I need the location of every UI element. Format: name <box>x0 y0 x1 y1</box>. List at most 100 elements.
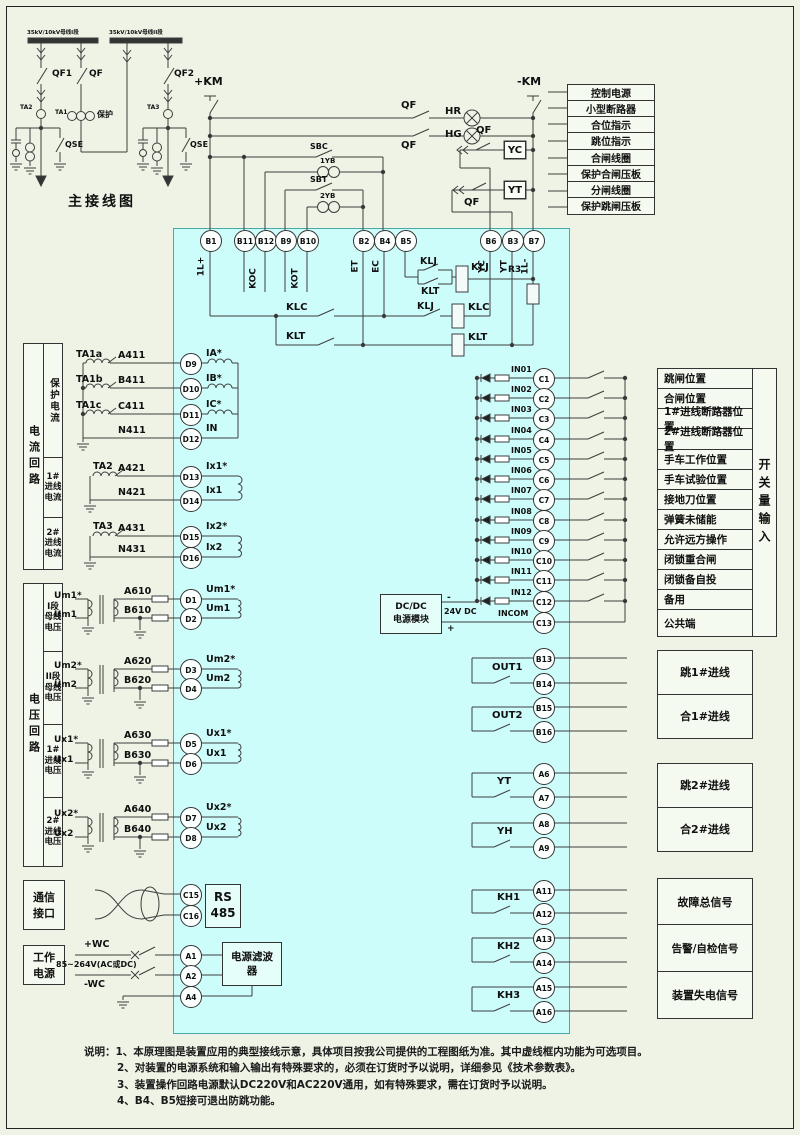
terminal: B12 <box>255 230 277 252</box>
bus1-label: 35kV/10kV母线I段 <box>27 30 79 36</box>
legend-table: 控制电源 小型断路器 合位指示 跳位指示 合闸线圈 保护合闸压板 分闸线圈 保护… <box>567 84 655 215</box>
in-number-label: IN01 <box>511 365 532 374</box>
terminal: B14 <box>533 673 555 695</box>
terminal: B5 <box>395 230 417 252</box>
terminal: B15 <box>533 697 555 719</box>
output-table-1: 跳1#进线 合1#进线 <box>657 650 753 739</box>
wire-number-label: B411 <box>118 375 146 386</box>
comm-section-box: 通信 接口 <box>23 880 65 930</box>
signal-label: Um2* <box>206 654 236 665</box>
qse-right-label: QSE <box>190 140 209 149</box>
output-table-2: 跳2#进线 合2#进线 <box>657 763 753 852</box>
signal-label: Ux1 <box>206 748 227 759</box>
terminal: A11 <box>533 880 555 902</box>
in-number-label: IN10 <box>511 547 532 556</box>
terminal: D6 <box>180 753 202 775</box>
terminal: A13 <box>533 928 555 950</box>
wire-number-label: B610 <box>124 605 152 616</box>
switch-input-label-cell: 2#进线断路器位置 <box>658 426 752 453</box>
output-coil-label: KH2 <box>497 941 521 952</box>
signal-label-cell: 装置失电信号 <box>672 988 738 1002</box>
ct-label: TA1b <box>76 374 103 385</box>
terminal: B1 <box>200 230 222 252</box>
signal-label: IN <box>206 423 218 434</box>
wire-number-label: A431 <box>118 523 146 534</box>
pt-label: Ux2* <box>54 809 79 819</box>
ta2-label: TA2 <box>20 104 33 111</box>
in-number-label: IN08 <box>511 507 532 516</box>
yb1-label: 1YB <box>320 157 336 165</box>
wire-number-label: A620 <box>124 656 152 667</box>
terminal: D9 <box>180 353 202 375</box>
signal-label: Ux2* <box>206 802 232 813</box>
power-filter-box: 电源滤波器 <box>222 942 282 986</box>
pt-label: Ux1 <box>54 755 74 765</box>
switch-input-label-cell: 闭锁备自投 <box>658 570 752 591</box>
legend-item: 合闸线圈 <box>568 150 654 166</box>
terminal: D5 <box>180 733 202 755</box>
tag-kot: KOT <box>290 268 301 289</box>
output-label-cell: 跳1#进线 <box>658 651 752 695</box>
terminal: B9 <box>275 230 297 252</box>
output-coil-label: OUT1 <box>492 662 523 673</box>
signal-label: Ux1* <box>206 728 232 739</box>
sbt-label: SBT <box>310 175 328 184</box>
signal-label: Ix2* <box>206 521 228 532</box>
terminal: C7 <box>533 489 555 511</box>
qf2-label: QF2 <box>174 69 195 79</box>
in-number-label: IN09 <box>511 527 532 536</box>
qf-hg-label: QF <box>401 140 417 151</box>
pt-label: Um1* <box>54 591 82 601</box>
line1-voltage-cell: 1# 进线 电压 <box>44 725 62 798</box>
power-filter-label: 电源滤波器 <box>231 950 273 977</box>
legend-item: 保护跳闸压板 <box>581 202 641 214</box>
qf-yt-label: QF <box>464 197 480 208</box>
current-group-label: 电流回路 <box>27 424 41 489</box>
output-label-cell: 合1#进线 <box>680 710 730 724</box>
in-number-label: IN07 <box>511 486 532 495</box>
control-circuit-icon <box>204 91 567 230</box>
terminal: C8 <box>533 510 555 532</box>
output-coil-label: KH3 <box>497 990 521 1001</box>
output-label-cell: 合2#进线 <box>680 823 730 837</box>
output-coil-label: KH1 <box>497 892 521 903</box>
line2-current-cell: 2# 进线 电流 <box>44 527 62 559</box>
note-line: 4、B4、B5短接可退出防跳功能。 <box>117 1094 281 1107</box>
wc-plus-label: +WC <box>84 939 110 950</box>
terminal: D2 <box>180 608 202 630</box>
pt-label: Um2 <box>54 680 77 690</box>
note-line: 3、装置操作回路电源默认DC220V和AC220V通用，如有特殊要求，需在订货时… <box>117 1078 553 1091</box>
ct-label: TA2 <box>93 461 113 472</box>
klj-contact2-label: KLJ <box>417 301 434 312</box>
terminal: B3 <box>502 230 524 252</box>
terminal: D8 <box>180 827 202 849</box>
terminal: D16 <box>180 547 202 569</box>
main-diagram-title: 主接线图 <box>68 194 136 210</box>
qf-hr-label: QF <box>401 100 417 111</box>
signal-label: Um1* <box>206 584 236 595</box>
output-coil-label: YT <box>497 776 512 787</box>
terminal: B6 <box>480 230 502 252</box>
terminal: B11 <box>234 230 256 252</box>
terminal: D14 <box>180 490 202 512</box>
switch-input-column-label: 开关量输入 <box>757 457 771 548</box>
pt-label: Ux1* <box>54 735 79 745</box>
wire-number-label: A610 <box>124 586 152 597</box>
klt-wire-label: KLT <box>286 331 306 342</box>
yc-coil: YC <box>504 141 526 159</box>
terminal: C1 <box>533 368 555 390</box>
terminal: A9 <box>533 837 555 859</box>
in-number-label: IN11 <box>511 567 532 576</box>
current-circuit-icon <box>76 356 243 570</box>
terminal: A16 <box>533 1001 555 1023</box>
switch-input-column: 开关量输入 <box>752 368 777 637</box>
signal-label: Ux2 <box>206 822 227 833</box>
wire-number-label: A411 <box>118 350 146 361</box>
terminal: C2 <box>533 388 555 410</box>
terminal: C6 <box>533 469 555 491</box>
terminal: D13 <box>180 466 202 488</box>
legend-item: 控制电源 <box>568 85 654 102</box>
plus-km-label: +KM <box>194 75 223 88</box>
notes: 说明：1、本原理图是装置应用的典型接线示意，具体项目按我公司提供的工程图纸为准。… <box>84 1044 648 1109</box>
